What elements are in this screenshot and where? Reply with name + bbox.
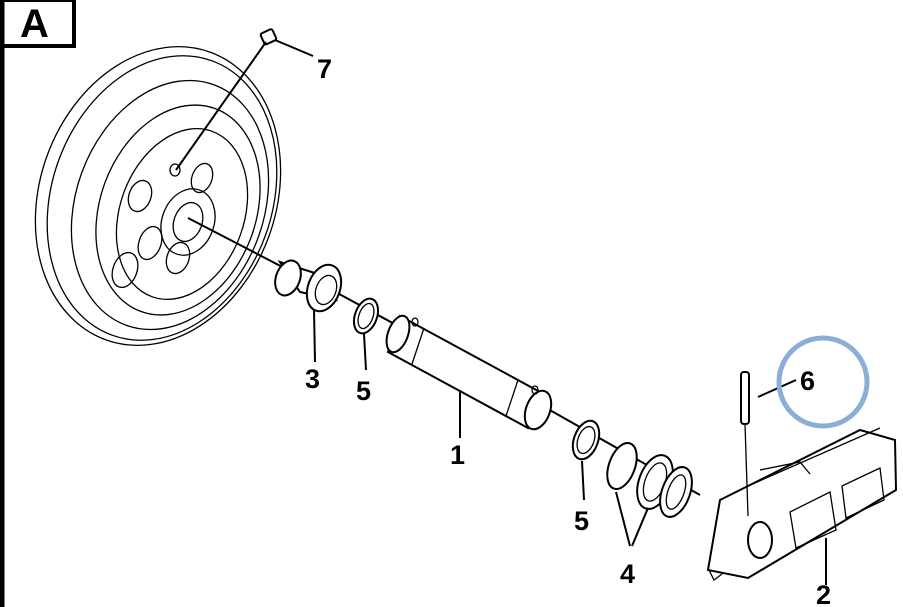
bushing-part — [274, 259, 343, 363]
idler-wheel — [34, 46, 282, 346]
callout-1: 1 — [450, 440, 465, 470]
callout-2: 2 — [816, 580, 831, 607]
bracket-part — [706, 427, 898, 585]
plug-part — [175, 28, 314, 171]
callout-4: 4 — [620, 559, 635, 589]
o-ring-left — [352, 297, 380, 371]
seal-group — [606, 442, 693, 547]
callout-5-left: 5 — [356, 376, 371, 406]
callout-5-right: 5 — [574, 506, 589, 536]
highlight-circle — [776, 335, 870, 429]
shaft-part — [385, 314, 553, 438]
panel-label: A — [20, 2, 49, 46]
panel-frame — [0, 0, 76, 607]
o-ring-right — [571, 419, 601, 501]
callout-6: 6 — [800, 366, 815, 396]
callout-3: 3 — [305, 364, 320, 394]
callout-7: 7 — [317, 54, 332, 84]
